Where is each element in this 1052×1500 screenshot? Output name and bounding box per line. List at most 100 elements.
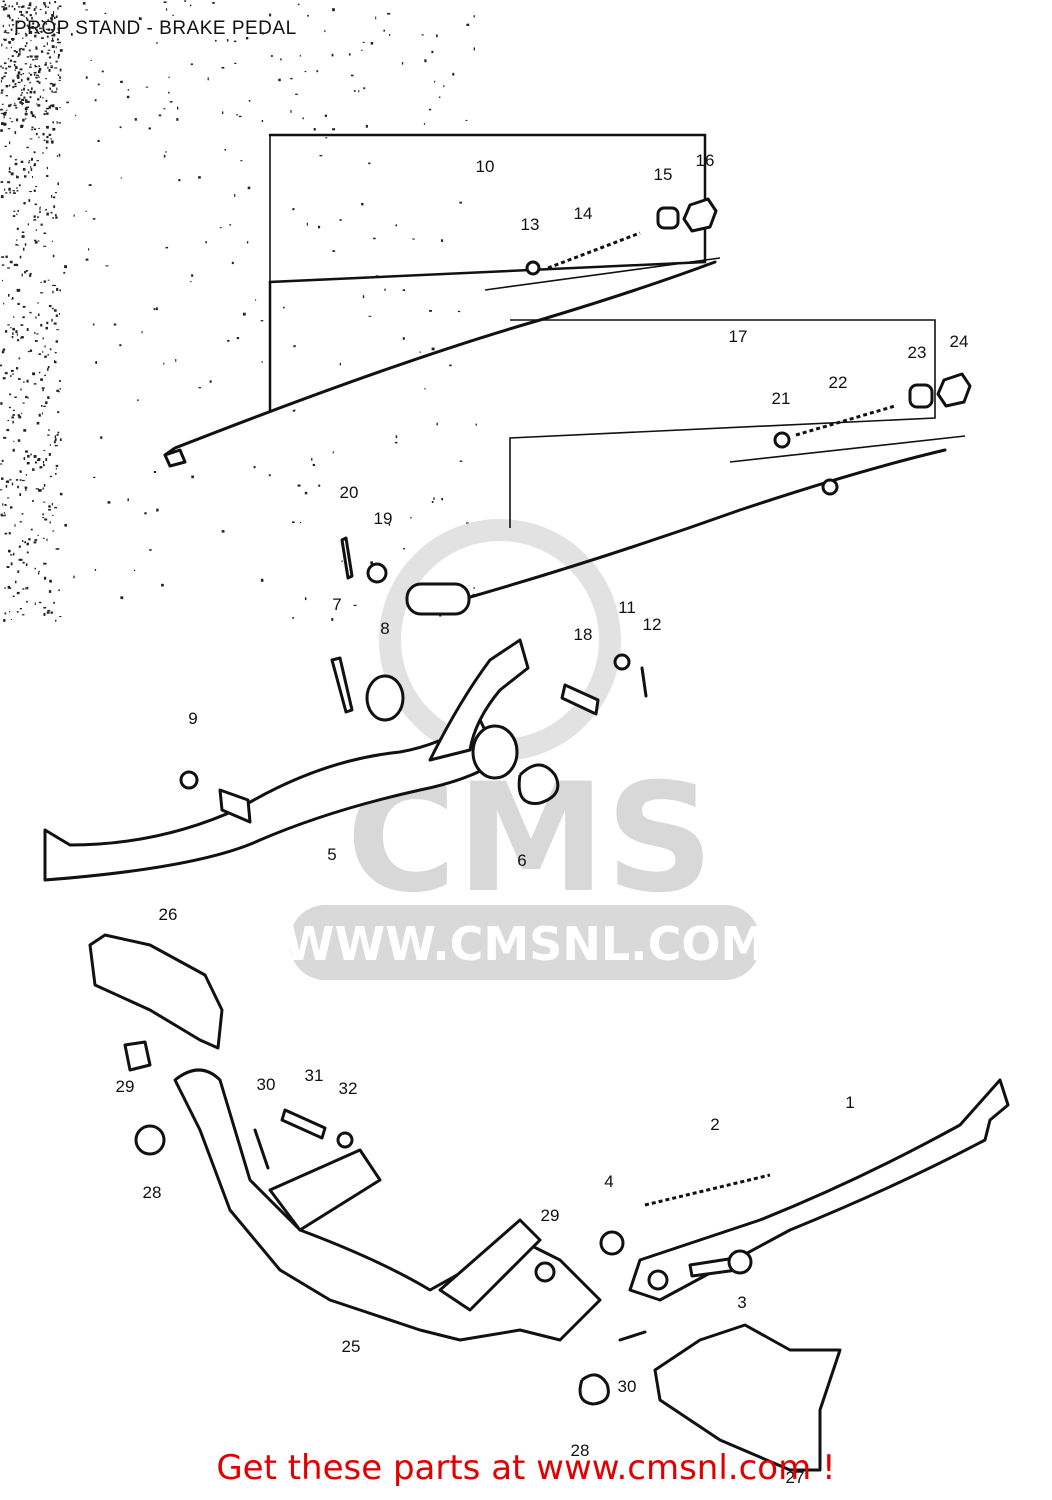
noise-speck — [34, 31, 37, 34]
noise-speck — [38, 68, 42, 71]
noise-speck — [17, 570, 20, 573]
noise-speck — [38, 413, 41, 417]
noise-speck — [25, 117, 27, 120]
noise-speck — [17, 210, 19, 212]
noise-speck — [41, 37, 44, 39]
noise-speck — [268, 474, 271, 477]
noise-speck — [50, 29, 54, 31]
noise-speck — [368, 162, 371, 165]
noise-speck — [3, 122, 6, 126]
noise-speck — [17, 81, 21, 84]
noise-speck — [44, 5, 47, 8]
noise-speck — [30, 111, 33, 113]
noise-speck — [58, 79, 61, 81]
noise-speck — [119, 126, 122, 129]
noise-speck — [47, 19, 49, 22]
noise-speck — [295, 93, 298, 95]
noise-speck — [22, 168, 26, 171]
noise-speck — [10, 562, 13, 566]
promo-banner[interactable]: Get these parts at www.cmsnl.com ! — [216, 1448, 836, 1488]
noise-speck — [43, 612, 46, 616]
noise-speck — [13, 50, 16, 52]
noise-speck — [34, 331, 36, 335]
noise-speck — [361, 203, 364, 206]
noise-speck — [56, 287, 59, 291]
noise-speck — [55, 340, 58, 343]
noise-speck — [14, 102, 16, 104]
noise-speck — [23, 457, 26, 460]
noise-speck — [12, 595, 15, 597]
noise-speck — [29, 274, 32, 277]
noise-speck — [16, 20, 20, 24]
noise-speck — [243, 312, 246, 316]
noise-speck — [14, 69, 16, 71]
noise-speck — [17, 439, 21, 442]
noise-speck — [19, 68, 23, 71]
footrest-bracket-25 — [123, 1040, 647, 1406]
noise-speck — [20, 337, 22, 339]
noise-speck — [49, 348, 52, 351]
noise-speck — [39, 27, 42, 30]
noise-speck — [34, 34, 37, 38]
noise-speck — [57, 182, 59, 186]
noise-speck — [261, 361, 263, 363]
noise-speck — [127, 498, 129, 502]
noise-speck — [18, 545, 21, 548]
noise-speck — [48, 56, 52, 59]
noise-speck — [46, 166, 48, 170]
noise-speck — [331, 618, 334, 621]
noise-speck — [270, 55, 273, 57]
noise-speck — [26, 542, 29, 546]
noise-speck — [22, 305, 26, 308]
noise-speck — [221, 66, 225, 69]
noise-speck — [11, 416, 14, 419]
noise-speck — [10, 369, 14, 372]
noise-speck — [17, 414, 20, 417]
noise-speck — [44, 355, 47, 358]
noise-speck — [17, 339, 20, 342]
noise-speck — [43, 3, 46, 6]
noise-speck — [39, 8, 42, 11]
noise-speck — [14, 85, 17, 88]
noise-speck — [168, 76, 170, 79]
noise-speck — [246, 241, 249, 244]
callout-8: 8 — [380, 619, 389, 638]
noise-speck — [178, 179, 181, 182]
noise-speck — [324, 30, 326, 33]
noise-speck — [48, 133, 52, 136]
noise-speck — [466, 23, 470, 26]
noise-speck — [43, 405, 46, 407]
noise-speck — [45, 140, 49, 144]
brake-pedal-5 — [43, 638, 560, 882]
noise-speck — [37, 216, 39, 219]
noise-speck — [434, 80, 436, 83]
noise-speck — [28, 49, 31, 52]
noise-speck — [360, 49, 363, 51]
noise-speck — [473, 15, 475, 18]
noise-speck — [18, 71, 20, 73]
scan-noise — [0, 0, 477, 622]
noise-speck — [6, 32, 10, 34]
noise-speck — [26, 146, 29, 149]
noise-speck — [165, 246, 169, 249]
noise-speck — [43, 562, 45, 565]
noise-speck — [40, 281, 42, 283]
noise-speck — [41, 412, 43, 415]
noise-speck — [27, 396, 29, 399]
noise-speck — [52, 530, 55, 532]
noise-speck — [15, 33, 18, 36]
noise-speck — [49, 87, 51, 90]
noise-speck — [31, 157, 33, 161]
callout-19: 19 — [374, 509, 393, 528]
noise-speck — [37, 240, 40, 242]
noise-speck — [38, 70, 41, 74]
noise-speck — [51, 104, 55, 108]
noise-speck — [13, 192, 16, 194]
noise-speck — [93, 476, 96, 478]
noise-speck — [39, 466, 43, 469]
noise-speck — [29, 2, 32, 4]
noise-speck — [17, 244, 19, 246]
noise-speck — [54, 435, 57, 439]
noise-speck — [38, 601, 42, 604]
noise-speck — [236, 114, 238, 116]
